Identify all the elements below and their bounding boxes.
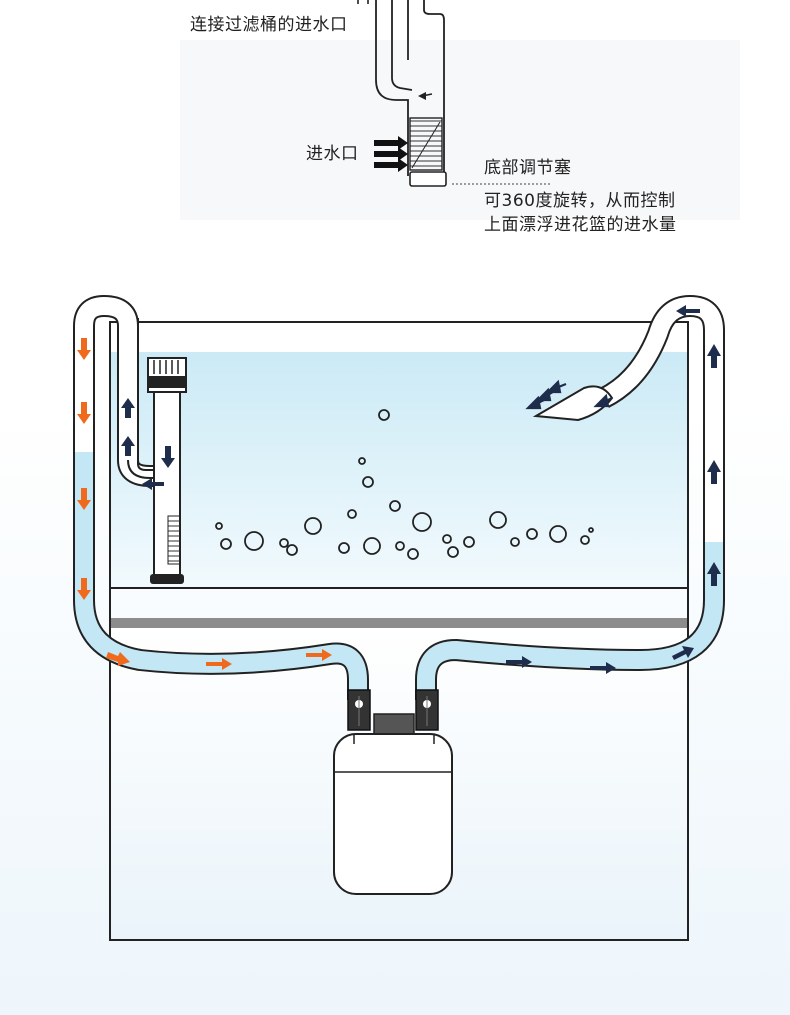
- inflow-hook: [73, 294, 160, 487]
- valve-right: [415, 689, 439, 731]
- bottom-plug: [409, 171, 447, 187]
- closeup-bg: [180, 40, 740, 220]
- skimmer-arrows: [121, 398, 175, 490]
- outflow-hook: [598, 294, 725, 542]
- stand-top: [110, 618, 688, 628]
- label-bottom-plug-desc-1: 可360度旋转，从而控制: [484, 191, 676, 211]
- bubble-icon: [215, 409, 594, 560]
- outflow-arrows: [506, 305, 721, 674]
- outflow-hose: [415, 540, 725, 700]
- inlet-arrows: [374, 136, 408, 172]
- label-water-inlet: 进水口: [306, 144, 359, 164]
- valve-left: [347, 689, 371, 731]
- inflow-arrows: [77, 338, 332, 670]
- spray-arrows: [525, 379, 613, 410]
- closeup-tube-left: [375, 0, 409, 120]
- closeup-body: [423, 0, 445, 176]
- label-bottom-plug-desc-2: 上面漂浮进花篮的进水量: [484, 215, 677, 235]
- label-connect-filter-inlet: 连接过滤桶的进水口: [190, 15, 348, 35]
- slotted-inlet: [409, 117, 443, 171]
- skimmer-closeup: [180, 0, 740, 220]
- label-bottom-plug-title: 底部调节塞: [484, 158, 572, 178]
- canister-icon: [333, 713, 453, 895]
